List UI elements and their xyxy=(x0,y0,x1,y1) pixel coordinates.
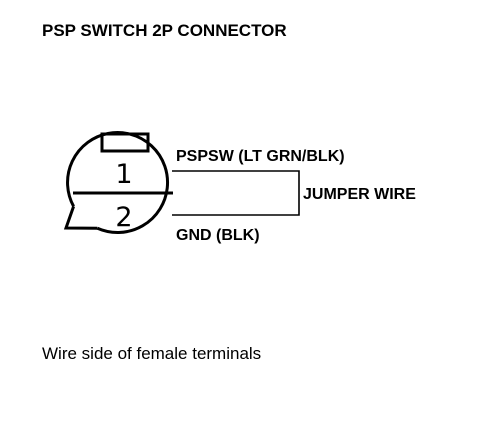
pin-2-number: 2 xyxy=(115,202,132,233)
pin-1-number: 1 xyxy=(115,159,132,190)
diagram-caption: Wire side of female terminals xyxy=(42,344,261,363)
jumper-wire xyxy=(172,170,300,216)
connector-body xyxy=(63,131,173,234)
pin-1-label: PSPSW (LT GRN/BLK) xyxy=(176,148,345,165)
connector-key-notch xyxy=(63,205,98,230)
connector-housing xyxy=(66,131,170,234)
pin-2-label: GND (BLK) xyxy=(176,227,260,244)
jumper-wire-label: JUMPER WIRE xyxy=(303,186,416,203)
diagram-title: PSP SWITCH 2P CONNECTOR xyxy=(42,21,287,40)
connector-lock-tab xyxy=(100,132,150,153)
